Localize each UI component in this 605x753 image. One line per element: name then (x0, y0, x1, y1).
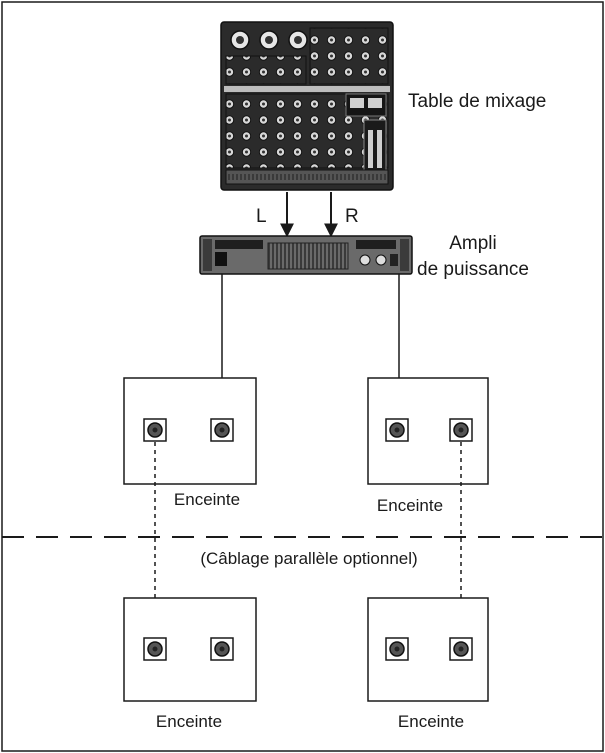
speaker-3-label: Enceinte (156, 712, 222, 731)
speaker-4-jack-a-icon (385, 637, 409, 661)
speaker-3-jack-a-icon (143, 637, 167, 661)
amplifier-illustration (199, 235, 413, 275)
speaker-4-jack-b-icon (449, 637, 473, 661)
mixer-illustration (220, 21, 394, 191)
mixer-xlr-inputs (230, 30, 308, 50)
speaker-2-label: Enceinte (377, 496, 443, 515)
speaker-1 (123, 377, 257, 485)
optional-wiring-note: (Câblage parallèle optionnel) (200, 549, 417, 568)
speaker-4 (367, 597, 489, 702)
speaker-1-label: Enceinte (174, 490, 240, 509)
channel-right-label: R (345, 206, 359, 227)
speaker-2-jack-a-icon (385, 418, 409, 442)
amp-label-line2: de puissance (417, 259, 529, 280)
speaker-4-label: Enceinte (398, 712, 464, 731)
speaker-2 (367, 377, 489, 485)
speaker-2-jack-b-icon (449, 418, 473, 442)
channel-left-label: L (256, 206, 267, 227)
speaker-1-jack-b-icon (210, 418, 234, 442)
speaker-1-jack-a-icon (143, 418, 167, 442)
speaker-3 (123, 597, 257, 702)
amp-label-line1: Ampli (449, 233, 497, 254)
mixer-label: Table de mixage (408, 91, 546, 112)
speaker-3-jack-b-icon (210, 637, 234, 661)
